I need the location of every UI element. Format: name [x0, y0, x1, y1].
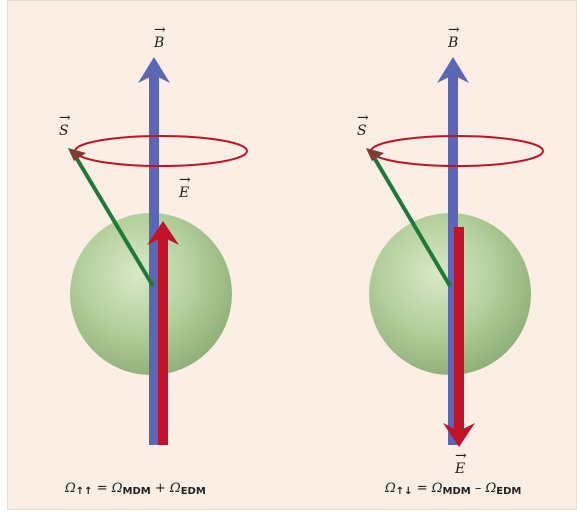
b-label-right: B [447, 35, 458, 51]
formula-right-term1: Ω [431, 481, 443, 496]
s-label-left-arrow: → [59, 110, 71, 126]
formula-right-term2-sub: EDM [496, 486, 522, 497]
spin-arrow-right [366, 148, 452, 288]
formula-left-term2: Ω [169, 481, 181, 496]
diagram-canvas: B → S → E → B → S → E → [7, 0, 577, 510]
b-field-arrow-left [138, 57, 170, 445]
s-label-left: S [59, 123, 69, 139]
formula-right-term2: Ω [485, 481, 497, 496]
formula-right-lhs: Ω [385, 481, 396, 496]
left-panel: B → S → E → [59, 22, 248, 445]
formula-antiparallel: Ω↑↓ = ΩMDM – ΩEDM [385, 481, 522, 497]
formula-left-lhs: Ω [65, 481, 76, 496]
e-label-left-arrow: → [179, 172, 191, 188]
formula-left-lhs-sub: ↑↑ [75, 486, 93, 497]
e-field-arrow-left [147, 221, 179, 445]
formula-right-op: – [474, 481, 482, 496]
spin-arrow-left [68, 148, 155, 288]
s-label-right-arrow: → [357, 110, 369, 126]
b-field-arrow-right [437, 57, 469, 445]
b-label-left: B [153, 35, 164, 51]
b-label-right-arrow: → [448, 22, 460, 38]
e-field-arrow-right [443, 227, 475, 447]
formula-left-term2-sub: EDM [180, 486, 206, 497]
e-label-right: E [454, 461, 465, 477]
s-label-right: S [357, 123, 367, 139]
formula-left-op: + [154, 481, 166, 496]
e-label-left: E [178, 185, 189, 201]
b-label-left-arrow: → [154, 22, 166, 38]
formula-right-term1-sub: MDM [442, 486, 471, 497]
formula-parallel: Ω↑↑ = ΩMDM + ΩEDM [65, 481, 206, 497]
precession-ring-left [74, 135, 248, 167]
right-panel: B → S → E → [357, 22, 544, 477]
formula-left-term1-sub: MDM [122, 486, 151, 497]
formula-left-eq: = [96, 481, 108, 496]
e-label-right-arrow: → [455, 448, 467, 464]
formula-right-lhs-sub: ↑↓ [395, 486, 413, 497]
formula-left-term1: Ω [111, 481, 123, 496]
diagram-svg: B → S → E → B → S → E → [59, 22, 544, 477]
formula-right-eq: = [416, 481, 428, 496]
